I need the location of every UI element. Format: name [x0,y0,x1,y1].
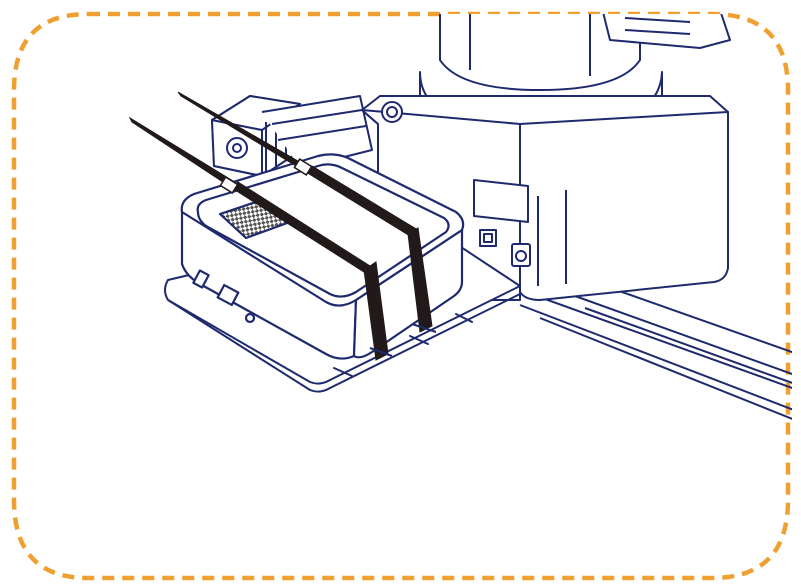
strap-1-buckle [219,176,239,194]
rail-bottom-edge [519,304,792,421]
plate-slot-3 [455,313,473,323]
power-jack-hole [515,250,527,262]
linear-rail [519,269,792,431]
arm-column-seam [469,14,591,76]
plate-edge [167,293,521,393]
rail-slot-2 [584,307,792,394]
rail-beam-groove [271,109,367,141]
arm-joint [599,14,731,49]
motor-top-face [211,95,301,131]
box-usb-port-2-icon [216,283,240,307]
box-front-face [180,210,358,360]
base-screw-inner [386,106,398,118]
audio-jack-icon [244,312,256,324]
rail-slot-1 [574,295,792,385]
strap-2-side [407,227,433,333]
plate-slot-2 [409,335,429,345]
arm-joint-detail [624,17,691,35]
usb-port-inner [483,233,493,243]
base-side [519,111,729,301]
rail-bottom-2 [539,317,792,431]
strap-1-end [369,347,393,357]
plate-slot-1 [333,367,353,377]
box-lid-outline [196,163,450,298]
strap-2-end [411,323,437,333]
straps [128,91,437,361]
box-usb-port-icon [192,269,210,289]
strap-2-buckle [293,158,313,176]
base-panel-seam [537,190,567,286]
rail-top-edge [519,289,792,399]
dashed-frame [11,11,791,581]
display-screen-icon [473,179,529,223]
motor-shaft-inner [232,143,242,153]
